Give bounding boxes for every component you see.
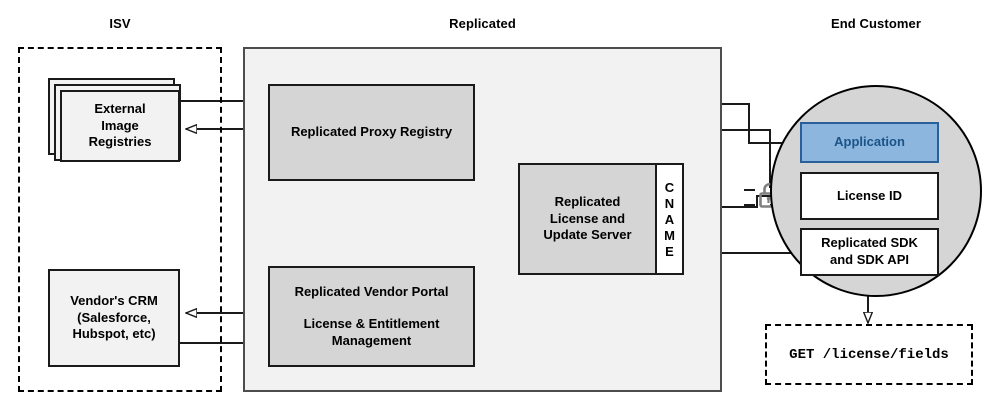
replicated-sdk-line1: Replicated SDK <box>821 235 918 251</box>
license-id[interactable]: License ID <box>800 172 939 220</box>
cname-letter-e: E <box>665 243 674 259</box>
zone-title-isv: ISV <box>109 16 131 31</box>
zone-title-end-customer: End Customer <box>830 16 922 31</box>
license-server-line3: Update Server <box>543 227 632 243</box>
external-image-registries[interactable]: External Image Registries <box>60 90 180 162</box>
external-image-registries-line2: Image <box>101 117 139 133</box>
external-image-registries-line3: Registries <box>88 134 152 150</box>
vendor-portal-subtitle-line2: Management <box>331 332 412 348</box>
vendor-portal-subtitle: License & Entitlement Management <box>304 316 440 349</box>
vendors-crm-line2: (Salesforce, <box>77 309 151 325</box>
replicated-proxy-registry-label: Replicated Proxy Registry <box>290 124 453 140</box>
vendors-crm-line3: Hubspot, etc) <box>72 326 156 342</box>
cname-letter-n: N <box>664 195 675 211</box>
api-request-box[interactable]: GET /license/fields <box>765 324 973 385</box>
zone-title-replicated: Replicated <box>449 16 516 31</box>
cname-letter-m: M <box>664 227 675 243</box>
license-id-label: License ID <box>836 187 903 203</box>
vendors-crm-line1: Vendor's CRM <box>70 293 158 309</box>
license-server-line2: License and <box>549 210 626 226</box>
cname-letter-c: C <box>664 179 675 195</box>
replicated-license-update-server[interactable]: Replicated License and Update Server <box>518 163 657 275</box>
vendors-crm[interactable]: Vendor's CRM (Salesforce, Hubspot, etc) <box>48 269 180 367</box>
replicated-proxy-registry[interactable]: Replicated Proxy Registry <box>268 84 475 181</box>
vendor-portal-subtitle-line1: License & Entitlement <box>303 316 440 332</box>
replicated-sdk-line2: and SDK API <box>830 252 909 267</box>
replicated-vendor-portal[interactable]: Replicated Vendor Portal License & Entit… <box>268 266 475 367</box>
cname-letter-a: A <box>664 211 675 227</box>
application[interactable]: Application <box>800 122 939 163</box>
replicated-sdk[interactable]: Replicated SDK and SDK API <box>800 228 939 276</box>
external-image-registries-line1: External <box>94 101 146 117</box>
cname-endpoint[interactable]: C N A M E <box>655 163 684 275</box>
zone-boundary-isv <box>18 47 222 392</box>
application-label: Application <box>834 134 905 150</box>
api-request-label: GET /license/fields <box>789 346 949 363</box>
vendor-portal-title: Replicated Vendor Portal <box>294 283 449 299</box>
license-server-line1: Replicated <box>554 194 621 210</box>
